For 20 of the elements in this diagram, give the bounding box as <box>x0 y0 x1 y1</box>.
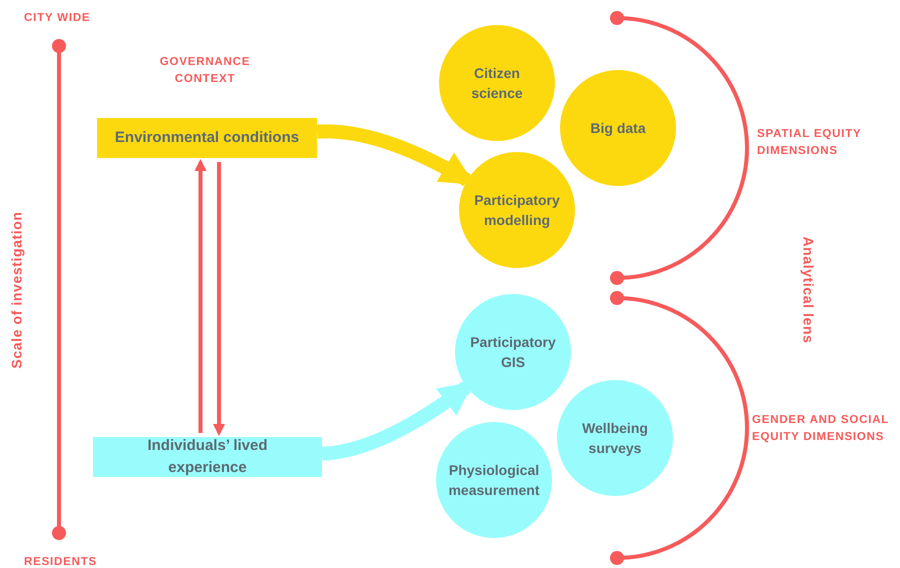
arrow <box>194 159 206 433</box>
annotation-text: RESIDENTS <box>24 555 98 568</box>
annotation-text: GOVERNANCE CONTEXT <box>158 55 252 88</box>
node-text: Wellbeing surveys <box>581 418 649 458</box>
factor-box <box>93 437 322 477</box>
axis-title: Analytical lens <box>800 236 818 344</box>
node-text: Citizen science <box>470 64 524 103</box>
annotation-text: CITY WIDE <box>24 11 90 26</box>
node-text: Physiological measurement <box>447 460 541 500</box>
node-text: Participatory GIS <box>469 332 557 372</box>
arrow <box>213 162 225 436</box>
node-text: Environmental conditions <box>114 128 300 148</box>
annotation-text: SPATIAL EQUITY DIMENSIONS <box>757 127 862 160</box>
factor-box <box>97 118 317 158</box>
node-text: Participatory modelling <box>473 190 561 230</box>
curved-arrow <box>321 381 474 461</box>
node-text: Big data <box>590 118 646 138</box>
axis-title: Scale of investigation <box>8 211 26 369</box>
node-text: Individuals’ lived experience <box>146 436 269 478</box>
annotation-text: GENDER AND SOCIAL EQUITY DIMENSIONS <box>752 413 890 446</box>
